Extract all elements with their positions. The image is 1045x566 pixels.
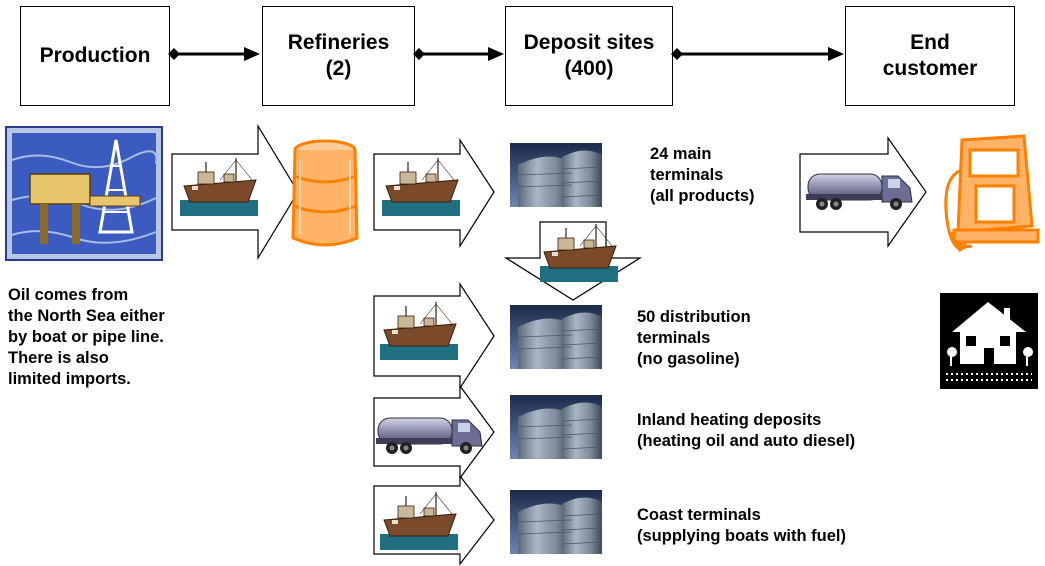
flow-arrow-down: [503, 221, 643, 301]
label-line: (supplying boats with fuel): [637, 527, 846, 545]
terminal-label-inland: Inland heating deposits (heating oil and…: [637, 410, 855, 452]
stage-label: Deposit sites: [523, 31, 655, 54]
storage-tank-icon: [509, 489, 603, 555]
label-line: terminals: [650, 166, 724, 184]
flow-arrow: [373, 281, 495, 391]
house-icon: [940, 293, 1038, 389]
storage-tank-icon: [509, 142, 603, 208]
flow-arrow: [799, 136, 927, 248]
terminal-label-main: 24 main terminals (all products): [650, 144, 755, 207]
note-line: Oil comes from: [8, 286, 129, 304]
stage-refineries: Refineries (2): [262, 6, 415, 106]
stage-connectors: [168, 47, 844, 61]
label-line: terminals: [637, 329, 711, 347]
note-line: by boat or pipe line.: [8, 328, 164, 346]
flow-arrow: [373, 474, 495, 566]
label-line: Inland heating deposits: [637, 411, 822, 429]
stage-label: Production: [39, 44, 151, 67]
storage-tank-icon: [509, 394, 603, 460]
oil-platform-icon: [5, 126, 163, 261]
note-line: There is also: [8, 349, 109, 367]
note-line: limited imports.: [8, 370, 131, 388]
label-line: (heating oil and auto diesel): [637, 432, 856, 450]
stage-label: End: [910, 31, 950, 54]
oil-barrel-icon: [291, 139, 359, 247]
storage-tank-icon: [509, 304, 603, 370]
flow-arrow: [373, 137, 495, 249]
flow-arrow: [171, 123, 299, 261]
stage-sublabel: customer: [882, 57, 978, 80]
label-line: (all products): [650, 187, 755, 205]
stage-end-customer: End customer: [845, 6, 1015, 106]
stage-sublabel: (2): [325, 57, 352, 80]
label-line: 24 main: [650, 145, 712, 163]
stage-sublabel: (400): [564, 57, 614, 80]
label-line: 50 distribution: [637, 308, 751, 326]
flow-arrow: [373, 384, 495, 480]
terminal-label-coast: Coast terminals (supplying boats with fu…: [637, 505, 846, 547]
terminal-label-distribution: 50 distribution terminals (no gasoline): [637, 307, 751, 370]
stage-production: Production: [20, 6, 170, 106]
stage-label: Refineries: [287, 31, 390, 54]
production-note: Oil comes from the North Sea either by b…: [8, 285, 165, 390]
fuel-pump-icon: [944, 134, 1040, 253]
note-line: the North Sea either: [8, 307, 165, 325]
label-line: (no gasoline): [637, 350, 740, 368]
label-line: Coast terminals: [637, 506, 761, 524]
stage-deposit-sites: Deposit sites (400): [505, 6, 673, 106]
